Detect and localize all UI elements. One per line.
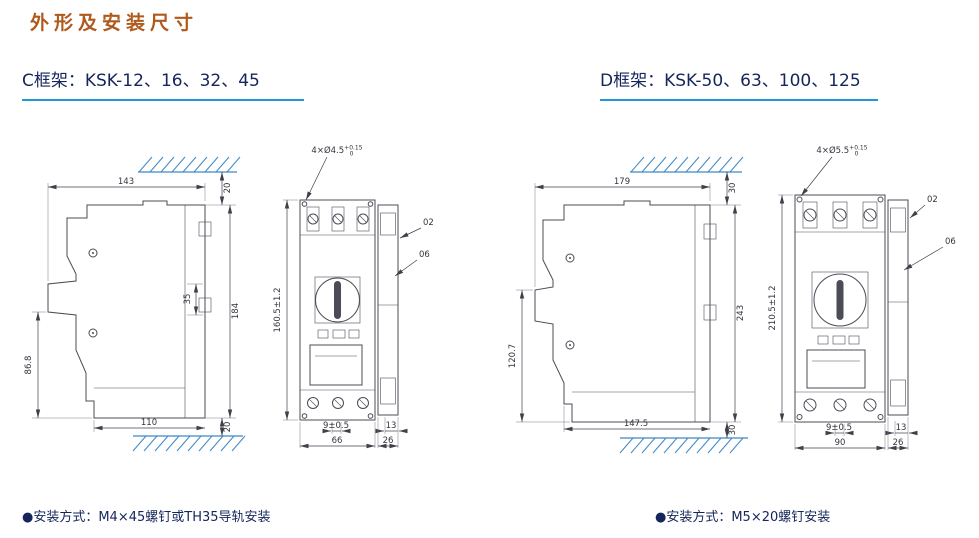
d-rotary-handle-icon (813, 273, 867, 327)
c-side-dim-width-top: 143 (118, 177, 134, 187)
c-front-dim-13: 13 (386, 421, 397, 431)
d-side-dim-height: 243 (736, 305, 746, 321)
d-front-view (794, 194, 909, 423)
c-mounting-surface-top-hatch (138, 156, 241, 173)
d-side-dim-width-top: 179 (614, 177, 630, 187)
d-side-dim-front-height: 120.7 (508, 344, 518, 368)
c-side-dim-height: 184 (231, 303, 241, 319)
c-front-dim-26: 26 (383, 436, 394, 446)
c-side-dim-gap-top: 20 (223, 183, 233, 194)
c-side-dim-width-bottom: 110 (141, 418, 157, 428)
c-side-dim-handle-height: 35 (183, 294, 193, 305)
c-mounting-surface-bottom-hatch (132, 435, 246, 452)
d-front-dim-26: 26 (893, 438, 904, 448)
c-front-dim-height: 160.5±1.2 (273, 288, 283, 333)
d-mounting-surface-bottom-hatch (619, 437, 748, 454)
d-mounting-note: ●安装方式：M5×20螺钉安装 (655, 510, 831, 525)
c-side-dim-gap-bottom: 20 (223, 422, 233, 433)
c-side-dimensions: 143 20 184 20 110 86.8 35 (24, 172, 241, 436)
c-rotary-handle-icon (315, 277, 360, 323)
c-side-dim-front-height: 86.8 (24, 356, 34, 375)
c-front-dim-body-width: 66 (332, 436, 343, 446)
d-side-dim-gap-top: 30 (728, 183, 738, 194)
d-side-dimensions: 179 30 243 30 147.5 120.7 (508, 172, 746, 438)
d-frame-drawing: 179 30 243 30 147.5 120.7 (508, 145, 956, 454)
page-title: 外形及安装尺寸 (30, 12, 199, 34)
c-frame-header: C框架：KSK-12、16、32、45 (22, 66, 304, 101)
c-side-view (47, 200, 212, 419)
d-front-label-06: 06 (945, 237, 956, 247)
d-front-dim-13: 13 (896, 423, 907, 433)
d-mounting-surface-top-hatch (630, 156, 744, 173)
d-front-dim-body-width: 90 (835, 438, 846, 448)
c-front-label-06: 06 (419, 250, 430, 260)
d-front-dim-hole-offset: 9±0.5 (826, 423, 852, 433)
c-front-view (299, 199, 399, 421)
d-front-label-02: 02 (927, 195, 938, 205)
c-mounting-note: ●安装方式：M4×45螺钉或TH35导轨安装 (22, 510, 271, 525)
d-front-dim-height: 210.5±1.2 (768, 286, 778, 331)
c-frame-drawing: 143 20 184 20 110 86.8 35 (24, 145, 434, 452)
d-side-dim-width-bottom: 147.5 (624, 419, 648, 429)
c-front-dim-hole-offset: 9±0.5 (323, 421, 349, 431)
d-side-dim-gap-bottom: 30 (728, 425, 738, 436)
d-frame-header: D框架：KSK-50、63、100、125 (600, 66, 878, 101)
c-front-label-02: 02 (423, 218, 434, 228)
d-side-view (534, 200, 717, 423)
